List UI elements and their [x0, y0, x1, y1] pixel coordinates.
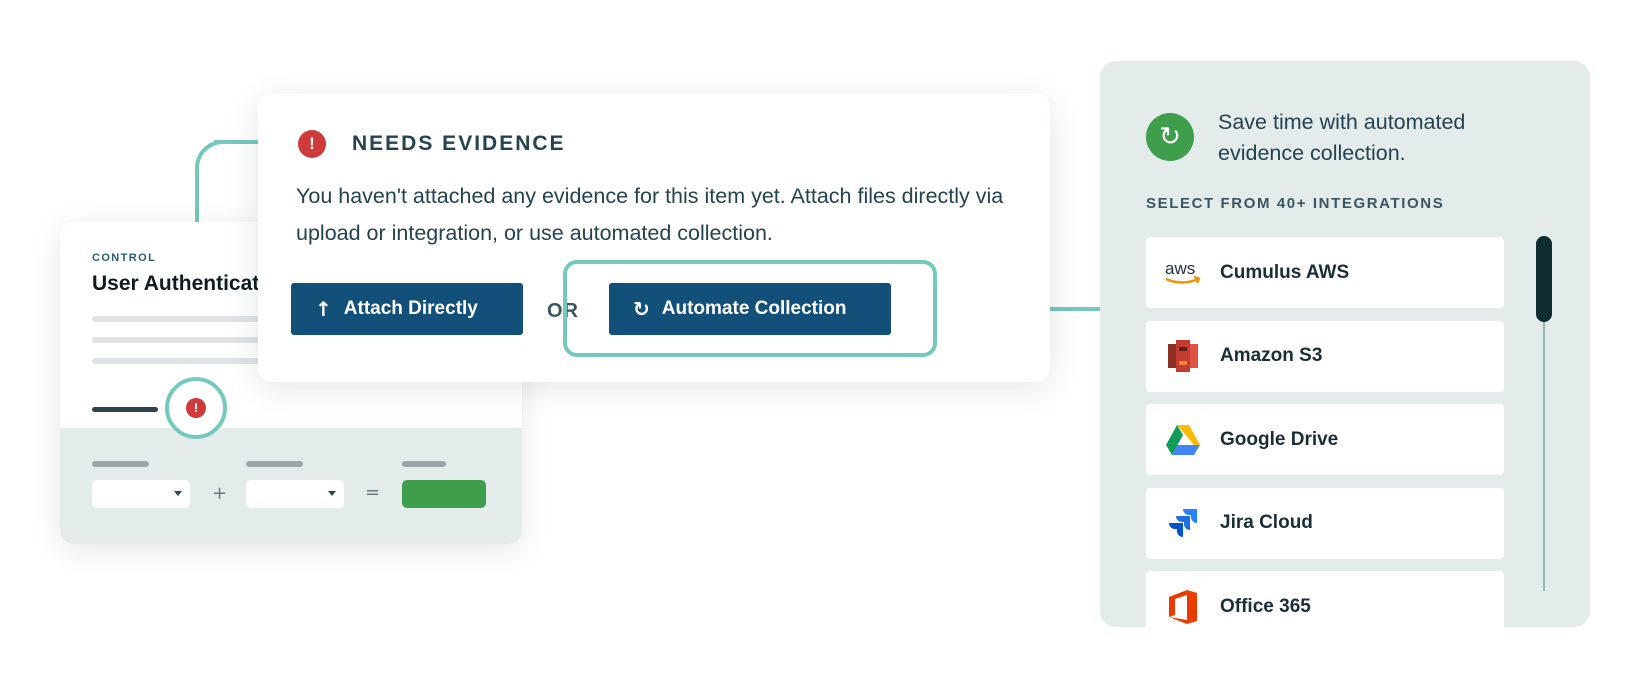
control-title: User Authentication: [92, 272, 291, 295]
integration-name: Amazon S3: [1220, 345, 1323, 366]
needs-evidence-card: ! NEEDS EVIDENCE You haven't attached an…: [258, 94, 1050, 382]
integration-item-google-drive[interactable]: Google Drive: [1146, 404, 1504, 475]
attach-directly-button[interactable]: ↑ Attach Directly: [291, 283, 523, 335]
google-drive-icon: [1146, 424, 1220, 456]
integrations-panel: ↻ Save time with automated evidence coll…: [1100, 61, 1590, 627]
integration-item-amazon-s3[interactable]: Amazon S3: [1146, 320, 1504, 392]
placeholder-line: [92, 337, 272, 343]
jira-icon: [1146, 507, 1220, 539]
or-separator: OR: [547, 300, 579, 322]
control-eyebrow: CONTROL: [92, 252, 157, 264]
attach-directly-label: Attach Directly: [343, 298, 478, 319]
office-365-icon: [1146, 589, 1220, 625]
result-chip: [402, 480, 486, 508]
left-operand-select[interactable]: [92, 480, 190, 508]
integration-name: Cumulus AWS: [1220, 261, 1350, 283]
svg-text:aws: aws: [1165, 259, 1195, 278]
progress-bar: [92, 407, 158, 412]
automate-collection-label: Automate Collection: [661, 298, 847, 319]
field-label: [92, 461, 149, 467]
alert-indicator[interactable]: !: [165, 377, 227, 439]
panel-headline: Save time with automated evidence collec…: [1218, 110, 1466, 165]
integration-list: aws Cumulus AWS Amazon S3: [1146, 237, 1504, 627]
integration-name: Office 365: [1220, 595, 1311, 617]
field-label: [246, 461, 303, 467]
connector-horizontal-top: [214, 140, 264, 144]
evidence-description: You haven't attached any evidence for th…: [296, 184, 1004, 245]
caret-down-icon: [328, 491, 336, 496]
integration-item-office-365[interactable]: Office 365: [1146, 571, 1504, 627]
caret-down-icon: [174, 491, 182, 496]
scrollbar-track[interactable]: [1543, 239, 1545, 591]
integration-name: Jira Cloud: [1220, 512, 1313, 533]
refresh-icon: ↻: [1146, 113, 1194, 161]
automate-highlight: [563, 260, 937, 357]
panel-subheading: SELECT FROM 40+ INTEGRATIONS: [1146, 195, 1445, 212]
placeholder-line: [92, 358, 272, 364]
connector-corner: [195, 140, 225, 170]
amazon-s3-icon: [1146, 338, 1220, 374]
scrollbar-thumb[interactable]: [1536, 236, 1552, 322]
exclamation-icon: !: [298, 130, 326, 158]
equals-sign: =: [365, 482, 381, 503]
aws-logo-icon: aws: [1146, 259, 1220, 287]
automate-collection-button[interactable]: ↻ Automate Collection: [609, 283, 891, 335]
status-heading: NEEDS EVIDENCE: [352, 132, 566, 155]
placeholder-line: [92, 316, 272, 322]
integration-item-jira-cloud[interactable]: Jira Cloud: [1146, 487, 1504, 559]
right-operand-select[interactable]: [246, 480, 344, 508]
integration-name: Google Drive: [1220, 428, 1339, 450]
field-label: [402, 461, 446, 467]
formula-row: + =: [60, 428, 522, 544]
arrow-up-icon: ↑: [315, 297, 332, 321]
plus-sign: +: [212, 483, 228, 504]
exclamation-icon: !: [186, 398, 206, 418]
refresh-icon: ↻: [633, 297, 650, 321]
integration-item-cumulus-aws[interactable]: aws Cumulus AWS: [1146, 237, 1504, 308]
